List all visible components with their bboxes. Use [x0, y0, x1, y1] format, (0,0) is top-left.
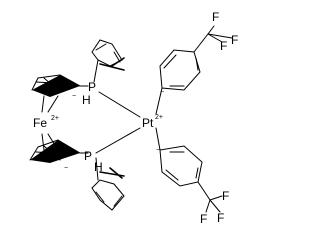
aryl-top-charge-label: −	[160, 89, 164, 96]
aryl-bottom-charge-label: −	[156, 147, 160, 154]
iron-charge-label: 2+	[51, 115, 59, 122]
iron-ring-bonds	[41, 95, 59, 151]
fluorine-bottom-3-label: F	[217, 211, 224, 225]
fluorine-top-1-label: F	[212, 10, 219, 24]
chemical-structure-diagram: Fe 2+ − − P H P H Pt 2+	[29, 10, 238, 226]
hydrogen-top-label: H	[82, 93, 91, 107]
fluorine-bottom-1-label: F	[222, 189, 229, 203]
phosphine-top	[79, 39, 125, 87]
cp-top-wedge-face	[32, 75, 80, 97]
phosphorus-bottom-label: P	[84, 149, 92, 163]
aryl-ring-top	[155, 25, 233, 115]
platinum-charge-label: 2+	[155, 114, 163, 121]
aryl-ring-bottom	[155, 127, 223, 213]
fluorine-top-2-label: F	[220, 39, 227, 53]
iron-atom-label: Fe	[33, 116, 47, 130]
cp-top-charge-label: −	[72, 93, 76, 100]
hydrogen-bottom-label: H	[94, 160, 103, 174]
fluorine-bottom-2-label: F	[200, 212, 207, 226]
cp-bottom-wedge-face	[30, 140, 80, 163]
cp-bottom-charge-label: −	[64, 165, 68, 172]
platinum-atom-label: Pt	[142, 116, 154, 130]
phenyl-ring-bottom	[91, 179, 125, 211]
cyclopentadienyl-ring-top	[31, 74, 81, 97]
fluorine-top-3-label: F	[231, 33, 238, 47]
cyclopentadienyl-ring-bottom	[29, 139, 81, 163]
phosphorus-platinum-bonds	[95, 91, 141, 154]
phosphorus-top-label: P	[88, 80, 96, 94]
phosphine-bottom	[79, 152, 125, 211]
